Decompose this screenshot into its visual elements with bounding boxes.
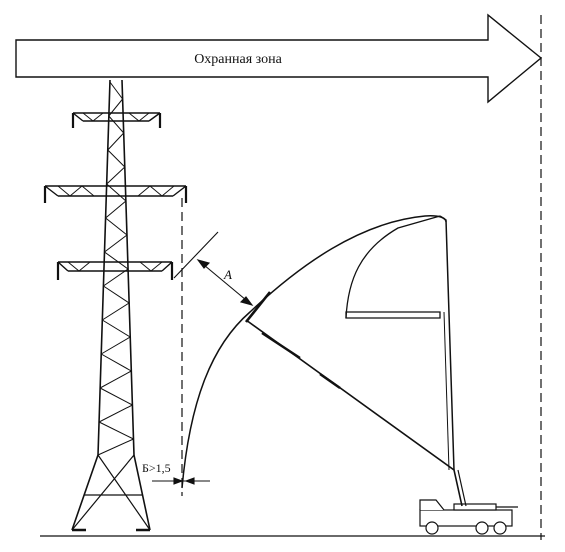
dimension-a [173, 231, 254, 306]
aerial-platform-truck [419, 499, 518, 535]
dimension-b-label: Б>1,5 [142, 461, 171, 475]
reach-arc [181, 215, 447, 489]
arc-reinforcement [244, 291, 272, 323]
dimension-b [152, 477, 210, 485]
transmission-tower [43, 79, 188, 532]
dimension-a-label: А [223, 267, 232, 282]
protection-zone-label: Охранная зона [194, 52, 282, 67]
tower-lattice [97, 81, 134, 456]
protection-zone-arrow [15, 13, 543, 104]
boom-arm [245, 215, 467, 507]
